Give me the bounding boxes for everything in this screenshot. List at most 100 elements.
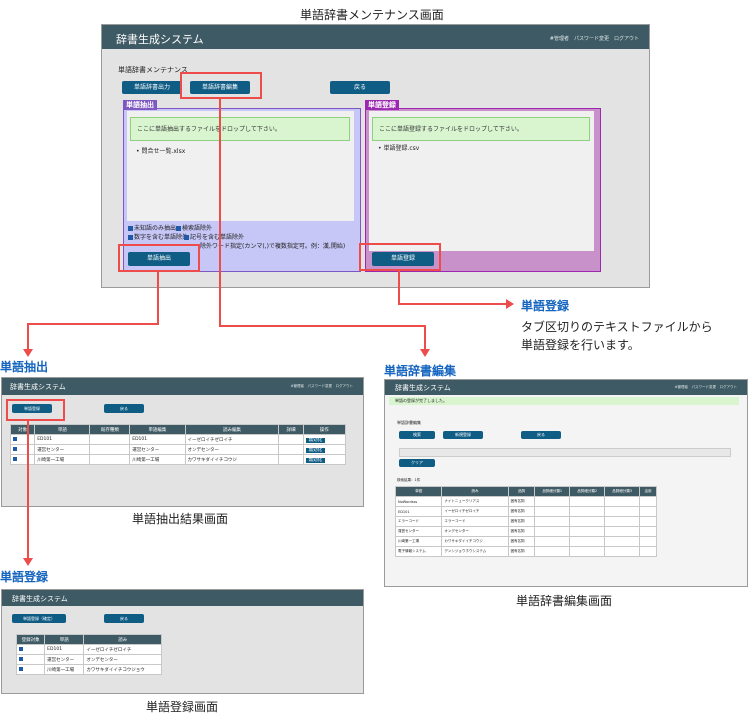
new-register-button[interactable]: 新規登録 [443,431,483,439]
row-checkbox[interactable] [9,444,36,455]
pos3-select[interactable] [604,526,641,537]
pos-select[interactable]: 固有名詞 [507,516,536,527]
row-checkbox[interactable] [15,664,46,675]
disable-button[interactable]: 無効化 [305,447,326,453]
pos1-select[interactable] [534,546,571,557]
check-exclude-numbers[interactable]: 数字を含む単語除外 [128,232,188,241]
pos3-select[interactable] [604,516,641,527]
checkbox-icon [176,226,181,231]
pos3-select[interactable] [604,536,641,547]
search-button[interactable]: 検索 [399,431,435,439]
row-checkbox[interactable] [9,454,36,465]
user-menu[interactable]: #管理者 パスワード変更 ログアウト [549,36,639,42]
word-edit-input[interactable]: 川崎第一工場 [129,454,186,465]
conj-select[interactable] [639,536,657,547]
pos1-select[interactable] [534,506,571,517]
pos1-select[interactable] [534,516,571,527]
pos-select[interactable]: 固有名詞 [507,526,536,537]
table-row[interactable]: 運営センターオンデセンター [15,654,162,665]
pos2-select[interactable] [569,546,606,557]
back-button[interactable]: 戻る [104,404,144,413]
pos-select[interactable]: 固有名詞 [507,496,536,507]
table-row[interactable]: 運営センター 運営センター オンデセンター 無効化 [9,444,347,455]
pos-select[interactable]: 固有名詞 [507,506,536,517]
table-row[interactable]: 運営センターオンデセンター固有名詞 [394,526,657,537]
disable-button[interactable]: 無効化 [305,457,326,463]
pos3-select[interactable] [604,496,641,507]
disable-button-cell[interactable]: 無効化 [302,444,347,455]
reading-cell: オンデセンター [83,654,162,665]
connector-line [219,325,425,327]
pos2-select[interactable] [569,506,606,517]
disable-button[interactable]: 無効化 [305,437,326,443]
check-exclude-search[interactable]: 検索語除外 [176,223,212,232]
pos3-select[interactable] [604,546,641,557]
connector-line [27,420,29,560]
check-unknown-only[interactable]: 未知語のみ抽出 [128,223,176,232]
pos1-select[interactable] [534,496,571,507]
back-button[interactable]: 戻る [104,614,144,623]
back-button[interactable]: 戻る [521,431,561,439]
table-row[interactable]: 川崎第一工場 川崎第一工場 カワサキダイイチコウジ 無効化 [9,454,347,465]
table-row[interactable]: 電子情報システムデンシジョウホウシステム固有名詞 [394,546,657,557]
word-edit-input[interactable]: ED101 [129,434,186,445]
pos3-select[interactable] [604,506,641,517]
register-file-name: 単語登録.csv [383,145,420,152]
row-checkbox[interactable] [15,644,46,655]
word-cell: 川崎第一工場 [394,536,443,547]
pos2-select[interactable] [569,516,606,527]
pos2-select[interactable] [569,496,606,507]
dict-edit-button[interactable]: 単語辞書編集 [190,81,250,94]
word-cell: ED101 [394,506,443,517]
table-row[interactable]: 川崎第一工場カワサキダイイチコウジ固有名詞 [394,536,657,547]
pos1-select[interactable] [534,536,571,547]
reading-edit-input[interactable]: イーゼロイチゼロイチ [184,434,280,445]
user-menu[interactable]: #管理者 パスワード変更 ログアウト [290,384,353,388]
conj-select[interactable] [639,506,657,517]
caption-register-screen: 単語登録画面 [146,700,219,714]
disable-button-cell[interactable]: 無効化 [302,454,347,465]
conj-select[interactable] [639,526,657,537]
checkbox-icon [13,456,17,461]
check-exclude-symbols[interactable]: 記号を含む単語除外 [184,232,244,241]
pos-select[interactable]: 固有名詞 [507,546,536,557]
reading-edit-input[interactable]: カワサキダイイチコウジ [184,454,280,465]
register-button[interactable]: 単語登録 [12,404,52,413]
disable-button-cell[interactable]: 無効化 [302,434,347,445]
row-checkbox[interactable] [9,434,36,445]
table-header-row: 登録対象 単語 読み [15,634,162,645]
table-row[interactable]: 川崎第一工場カワサキダイイチコウジョウ [15,664,162,675]
dict-output-button[interactable]: 単語辞書出力 [122,81,182,94]
table-row[interactable]: エラーコードエラーコード固有名詞 [394,516,657,527]
pos2-select[interactable] [569,536,606,547]
conj-select[interactable] [639,516,657,527]
register-tab[interactable]: 単語登録 [365,100,399,110]
callout-register-desc-2: 単語登録を行います。 [521,338,640,352]
extract-file-name: 問合せ一覧.xlsx [141,148,186,155]
extract-button[interactable]: 単語抽出 [128,252,190,266]
conj-select[interactable] [639,546,657,557]
reading-cell: オンデセンター [441,526,509,537]
back-button[interactable]: 戻る [330,81,390,94]
clear-button[interactable]: クリア [399,459,435,467]
register-file-item: • 単語登録.csv [378,145,420,152]
conj-select[interactable] [639,496,657,507]
user-menu[interactable]: #管理者 パスワード変更 ログアウト [674,385,737,389]
search-filters[interactable] [399,448,731,457]
register-button[interactable]: 単語登録 [372,252,434,266]
pos-select[interactable]: 固有名詞 [507,536,536,547]
row-checkbox[interactable] [15,654,46,665]
reading-edit-input[interactable]: オンデセンター [184,444,280,455]
extract-tab[interactable]: 単語抽出 [123,100,157,110]
caption-edit-screen: 単語辞書編集画面 [516,594,613,608]
word-edit-input[interactable]: 運営センター [129,444,186,455]
pos1-select[interactable] [534,526,571,537]
pos2-select[interactable] [569,526,606,537]
register-confirm-button[interactable]: 単語登録（確定） [12,614,66,623]
table-row[interactable]: ED101 ED101 イーゼロイチゼロイチ 無効化 [9,434,347,445]
title-bar: 辞書生成システム #管理者 パスワード変更 ログアウト [2,378,363,395]
extract-result-table: 対象 単語 既存種類 単語編集 読み編集 詳細 操作 ED101 ED101 イ… [9,424,347,465]
